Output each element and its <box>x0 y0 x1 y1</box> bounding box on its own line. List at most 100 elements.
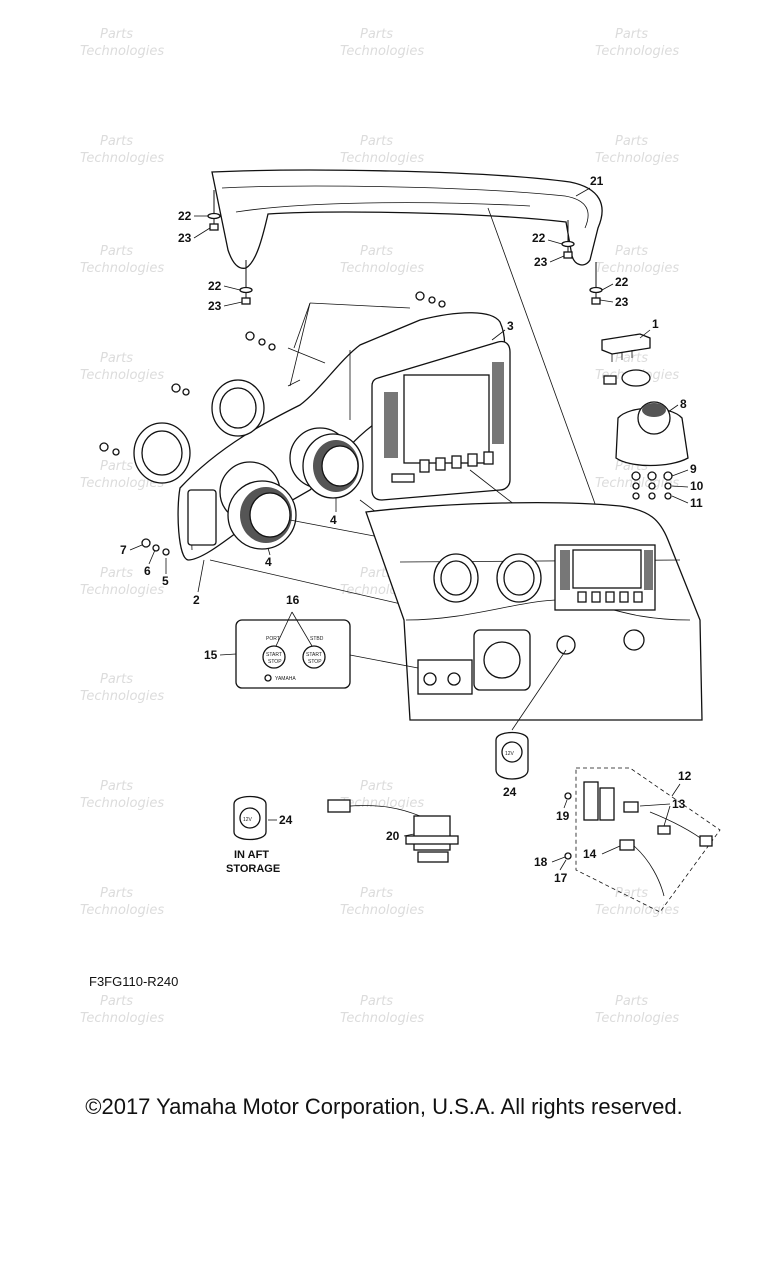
watermark-text: Parts <box>100 566 133 581</box>
aft-storage-label-1: IN AFT <box>234 849 269 861</box>
callout-number: 23 <box>615 295 629 309</box>
callout-number: 23 <box>208 299 222 313</box>
watermark-text: Technologies <box>340 903 424 918</box>
watermark-text: Technologies <box>595 151 679 166</box>
callout-number: 11 <box>690 496 703 510</box>
watermark-text: Technologies <box>80 476 164 491</box>
gauge-speedometer <box>302 433 364 499</box>
joystick-control <box>615 401 689 467</box>
watermark-text: Parts <box>100 244 133 259</box>
sender-unit <box>327 799 459 863</box>
start-stop-button-stbd <box>302 645 326 669</box>
port-label: PORT <box>266 636 280 642</box>
callout-number: 6 <box>144 564 151 578</box>
watermark-text: Technologies <box>80 903 164 918</box>
nut-icon <box>591 297 601 305</box>
harness-kit <box>564 767 721 913</box>
watermark-text: Parts <box>615 994 648 1009</box>
callout-number: 24 <box>503 785 517 799</box>
callout-number: 22 <box>532 231 546 245</box>
callout-number: 17 <box>554 871 568 885</box>
callout-number: 22 <box>178 209 192 223</box>
callout-number: 8 <box>680 397 687 411</box>
yamaha-logo-icon <box>264 674 272 682</box>
callout-number: 1 <box>652 317 659 331</box>
watermark-text: Technologies <box>340 151 424 166</box>
callout-number: 23 <box>534 255 548 269</box>
callout-number: 22 <box>615 275 629 289</box>
nut-icon <box>241 297 251 305</box>
stbd-label: STBD <box>310 636 324 642</box>
visor-fasteners <box>207 190 603 305</box>
watermark-text: Technologies <box>80 583 164 598</box>
watermark-text: Technologies <box>340 796 424 811</box>
watermark-text: Technologies <box>80 44 164 59</box>
gauge-tach <box>227 480 297 550</box>
copyright-notice: ©2017 Yamaha Motor Corporation, U.S.A. A… <box>85 1094 683 1119</box>
watermark-text: Parts <box>360 886 393 901</box>
start-label: START <box>306 652 322 658</box>
watermark-text: Parts <box>100 994 133 1009</box>
watermark-text: Technologies <box>595 261 679 276</box>
watermark-text: Parts <box>100 459 133 474</box>
watermark-text: Parts <box>615 886 648 901</box>
watermark-text: Parts <box>360 779 393 794</box>
watermark-text: Parts <box>615 244 648 259</box>
callout-number: 7 <box>120 543 127 557</box>
panel-hardware <box>99 291 446 556</box>
nut-icon <box>209 223 219 231</box>
watermark-text: Technologies <box>595 44 679 59</box>
watermark-text: Parts <box>100 886 133 901</box>
watermark-text: Parts <box>100 351 133 366</box>
callout-number: 24 <box>279 813 293 827</box>
callout-number: 4 <box>265 555 272 569</box>
watermark-text: Parts <box>100 672 133 687</box>
watermark-text: Parts <box>100 779 133 794</box>
figure-code: F3FG110-R240 <box>89 974 179 989</box>
callout-number: 23 <box>178 231 192 245</box>
watermark-text: Parts <box>360 244 393 259</box>
stop-label: STOP <box>308 659 322 665</box>
callout-number: 5 <box>162 574 169 588</box>
callout-number: 18 <box>534 855 548 869</box>
callout-number: 16 <box>286 593 300 607</box>
receiver-module <box>601 333 651 387</box>
watermark-text: Parts <box>100 27 133 42</box>
socket-label: 12V <box>505 751 515 757</box>
gauge-bezel <box>211 379 265 437</box>
callout-number: 15 <box>204 648 218 662</box>
watermark-text: Parts <box>360 27 393 42</box>
watermark-text: Technologies <box>80 1011 164 1026</box>
watermark-text: Technologies <box>80 368 164 383</box>
watermark-text: Parts <box>360 566 393 581</box>
callouts: 1 2 3 4 4 5 6 7 8 9 10 11 12 13 14 15 16… <box>120 174 704 885</box>
joystick-hardware <box>631 471 673 500</box>
watermark-text: Parts <box>615 351 648 366</box>
watermark-text: Parts <box>615 27 648 42</box>
dashboard <box>365 501 703 721</box>
gauge-bezel <box>133 422 191 484</box>
watermark-text: Parts <box>615 134 648 149</box>
start-label: START <box>266 652 282 658</box>
watermark-text: Technologies <box>80 796 164 811</box>
watermark-text: Parts <box>100 134 133 149</box>
watermark-text: Technologies <box>80 151 164 166</box>
visor-cover <box>211 169 603 269</box>
watermark-text: Technologies <box>595 1011 679 1026</box>
multi-function-display <box>371 340 511 501</box>
start-stop-button-port <box>262 645 286 669</box>
watermark-text: Technologies <box>595 903 679 918</box>
callout-number: 12 <box>678 769 692 783</box>
watermark-text: Parts <box>360 134 393 149</box>
watermark-text: Technologies <box>340 261 424 276</box>
stop-label: STOP <box>268 659 282 665</box>
callout-number: 3 <box>507 319 514 333</box>
brand-label: YAMAHA <box>275 676 296 682</box>
aft-storage-label-2: STORAGE <box>226 863 280 875</box>
callout-number: 20 <box>386 829 400 843</box>
callout-number: 10 <box>690 479 704 493</box>
callout-number: 22 <box>208 279 222 293</box>
callout-number: 19 <box>556 809 570 823</box>
callout-number: 9 <box>690 462 697 476</box>
